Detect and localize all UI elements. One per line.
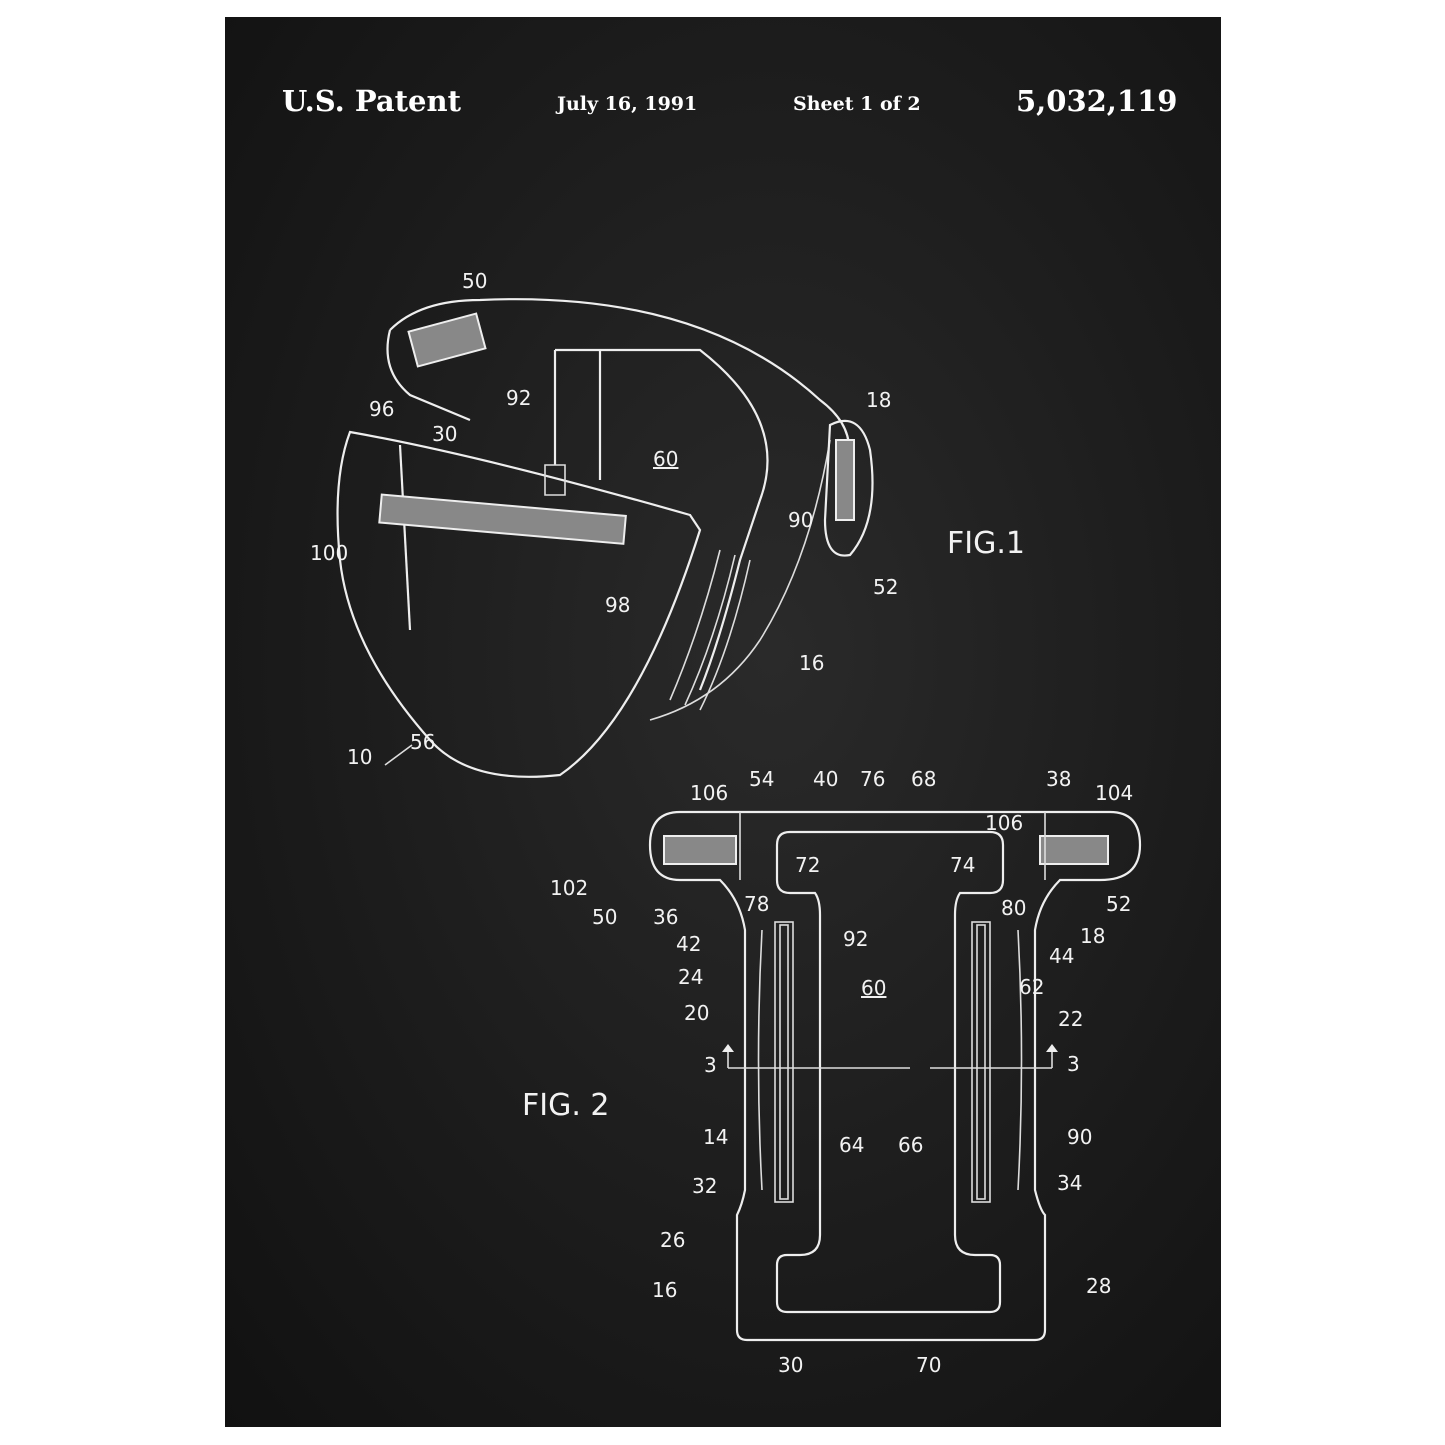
ref-label: 50 <box>462 269 487 293</box>
ref-label: 70 <box>916 1353 941 1377</box>
ref-label: 40 <box>813 767 838 791</box>
ref-label: 22 <box>1058 1007 1083 1031</box>
ref-label: 66 <box>898 1133 923 1157</box>
ref-label: 92 <box>506 386 531 410</box>
fig2-labels: 106 54 40 76 68 38 104 106 72 74 102 50 … <box>550 767 1133 1377</box>
ref-label: 30 <box>778 1353 803 1377</box>
ref-label: 90 <box>788 508 813 532</box>
ref-label: 16 <box>799 651 824 675</box>
ref-label: 98 <box>605 593 630 617</box>
patent-date: July 16, 1991 <box>557 93 698 115</box>
ref-label: 24 <box>678 965 703 989</box>
ref-label: 18 <box>1080 924 1105 948</box>
ref-label: 44 <box>1049 944 1074 968</box>
ref-label: 92 <box>843 927 868 951</box>
ref-label: 102 <box>550 876 588 900</box>
ref-label: 106 <box>690 781 728 805</box>
ref-label: 64 <box>839 1133 864 1157</box>
patent-poster <box>225 17 1221 1427</box>
ref-label: 78 <box>744 892 769 916</box>
ref-label: 50 <box>592 905 617 929</box>
ref-label: 30 <box>432 422 457 446</box>
patent-title: U.S. Patent <box>282 84 461 118</box>
fig2-title: FIG. 2 <box>522 1088 610 1123</box>
ref-label: 104 <box>1095 781 1133 805</box>
ref-label: 36 <box>653 905 678 929</box>
ref-label: 52 <box>1106 892 1131 916</box>
ref-label: 20 <box>684 1001 709 1025</box>
fig1-labels: 50 92 96 30 60 18 90 100 98 52 16 10 56 <box>310 269 898 769</box>
ref-label: 34 <box>1057 1171 1082 1195</box>
ref-label: 100 <box>310 541 348 565</box>
ref-label: 72 <box>795 853 820 877</box>
sheet-number: Sheet 1 of 2 <box>793 93 921 115</box>
ref-label: 10 <box>347 745 372 769</box>
ref-label: 56 <box>410 730 435 754</box>
ref-label: 18 <box>866 388 891 412</box>
ref-label: 68 <box>911 767 936 791</box>
fig2-diaper-drawing <box>648 810 1142 1342</box>
ref-label: 80 <box>1001 896 1026 920</box>
ref-label: 14 <box>703 1125 728 1149</box>
ref-label: 16 <box>652 1278 677 1302</box>
ref-label: 54 <box>749 767 774 791</box>
ref-label: 96 <box>369 397 394 421</box>
ref-label: 74 <box>950 853 975 877</box>
ref-label: 60 <box>653 447 678 471</box>
ref-label: 62 <box>1019 975 1044 999</box>
ref-label: 90 <box>1067 1125 1092 1149</box>
ref-label: 42 <box>676 932 701 956</box>
ref-label: 60 <box>861 976 886 1000</box>
ref-label: 26 <box>660 1228 685 1252</box>
ref-label: 32 <box>692 1174 717 1198</box>
ref-label: 52 <box>873 575 898 599</box>
ref-label: 76 <box>860 767 885 791</box>
ref-label: 3 <box>1067 1052 1080 1076</box>
ref-label: 38 <box>1046 767 1071 791</box>
ref-label: 106 <box>985 811 1023 835</box>
ref-label: 3 <box>704 1053 717 1077</box>
fig1-diaper-drawing <box>336 298 874 778</box>
ref-label: 28 <box>1086 1274 1111 1298</box>
fig1-title: FIG.1 <box>947 526 1025 561</box>
patent-number: 5,032,119 <box>1016 84 1178 118</box>
